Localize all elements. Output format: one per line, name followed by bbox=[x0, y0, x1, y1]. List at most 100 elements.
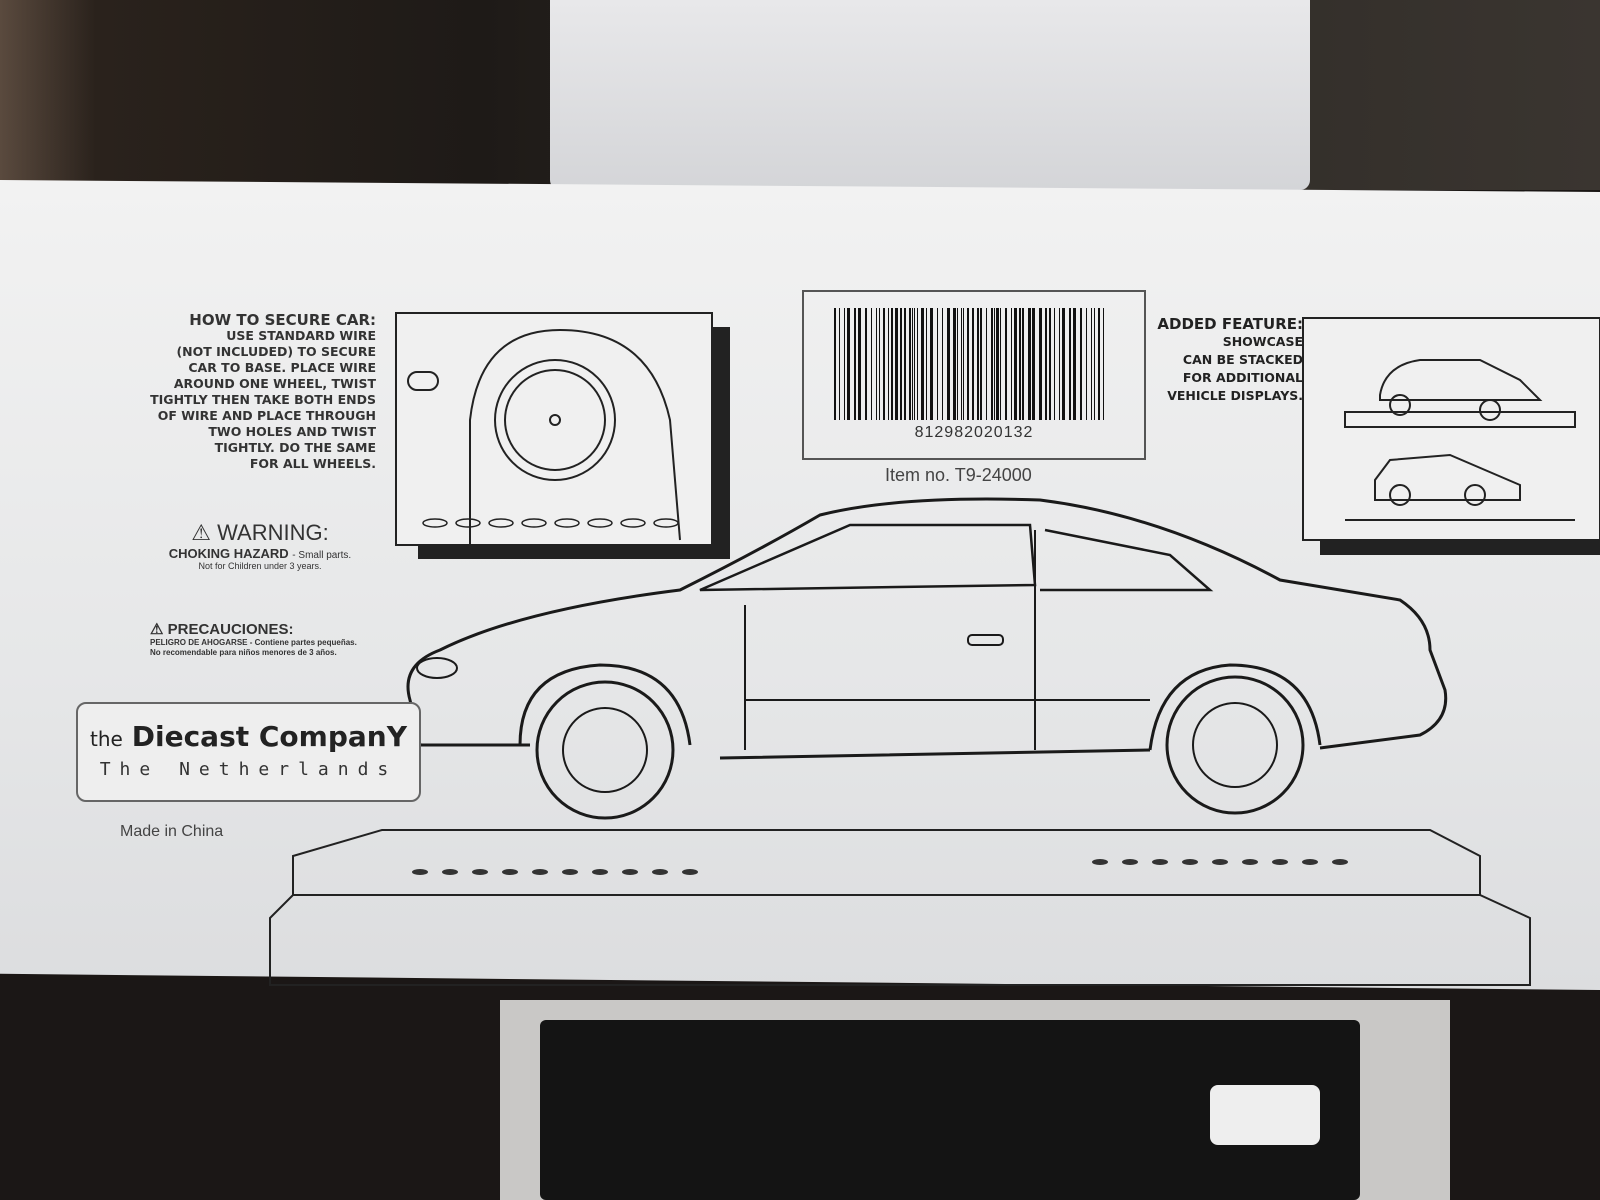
barcode-stripe bbox=[1103, 308, 1104, 420]
precauciones-block: ⚠ PRECAUCIONES: PELIGRO DE AHOGARSE - Co… bbox=[150, 620, 390, 658]
barcode-stripe bbox=[1094, 308, 1095, 420]
barcode-stripe bbox=[1028, 308, 1031, 420]
item-number: Item no. T9-24000 bbox=[885, 465, 1032, 485]
barcode-stripe bbox=[994, 308, 995, 420]
logo-country: The Netherlands bbox=[99, 759, 398, 780]
how-to-line: CAR TO BASE. PLACE WIRE bbox=[188, 360, 376, 375]
how-to-line: TIGHTLY THEN TAKE BOTH ENDS bbox=[150, 392, 376, 407]
barcode-stripe bbox=[991, 308, 993, 420]
barcode-stripe bbox=[854, 308, 856, 420]
barcode-box: 812982020132 bbox=[802, 290, 1146, 460]
stacked-box-top bbox=[550, 0, 1310, 190]
usb-plug bbox=[1210, 1085, 1320, 1145]
display-base-illustration bbox=[269, 829, 1531, 986]
how-to-secure-text: HOW TO SECURE CAR: USE STANDARD WIRE (NO… bbox=[118, 312, 376, 472]
wheel-detail-illustration bbox=[395, 312, 730, 559]
barcode-stripe bbox=[963, 308, 964, 420]
barcode-stripe bbox=[947, 308, 950, 420]
barcode-stripe bbox=[883, 308, 885, 420]
added-feature-line: FOR ADDITIONAL bbox=[1182, 370, 1303, 385]
how-to-line: OF WIRE AND PLACE THROUGH bbox=[157, 408, 376, 423]
barcode-stripe bbox=[1049, 308, 1051, 420]
barcode-stripe bbox=[917, 308, 918, 420]
barcode-stripe bbox=[1000, 308, 1001, 420]
precauciones-line: PELIGRO DE AHOGARSE - Contiene partes pe… bbox=[150, 638, 357, 647]
barcode-stripe bbox=[1005, 308, 1007, 420]
how-to-line: AROUND ONE WHEEL, TWIST bbox=[173, 376, 376, 391]
barcode-stripe bbox=[865, 308, 867, 420]
barcode-stripe bbox=[996, 308, 999, 420]
how-to-heading: HOW TO SECURE CAR: bbox=[189, 311, 376, 329]
barcode-stripe bbox=[937, 308, 938, 420]
barcode-stripe bbox=[921, 308, 924, 420]
how-to-line: FOR ALL WHEELS. bbox=[249, 456, 376, 471]
barcode-stripe bbox=[879, 308, 880, 420]
showcase-illustration bbox=[1302, 317, 1600, 555]
barcode-stripe bbox=[1019, 308, 1021, 420]
added-feature-heading: ADDED FEATURE: bbox=[1157, 315, 1303, 333]
precauciones-title: PRECAUCIONES: bbox=[167, 621, 294, 638]
barcode-stripe bbox=[1054, 308, 1055, 420]
diecast-company-logo: the Diecast CompanY The Netherlands bbox=[76, 702, 421, 802]
barcode-stripe bbox=[1091, 308, 1092, 420]
barcode-stripe bbox=[967, 308, 969, 420]
barcode-stripe bbox=[930, 308, 933, 420]
barcode-stripe bbox=[834, 308, 836, 420]
barcode-stripe bbox=[888, 308, 889, 420]
how-to-line: TIGHTLY. DO THE SAME bbox=[214, 440, 376, 455]
added-feature-text: ADDED FEATURE: SHOWCASE CAN BE STACKED F… bbox=[1135, 315, 1303, 405]
barcode-stripe bbox=[1069, 308, 1071, 420]
barcode-stripe bbox=[1073, 308, 1076, 420]
how-to-line: TWO HOLES AND TWIST bbox=[208, 424, 376, 439]
added-feature-line: VEHICLE DISPLAYS. bbox=[1167, 388, 1303, 403]
barcode-stripe bbox=[900, 308, 902, 420]
barcode-stripe bbox=[1045, 308, 1047, 420]
logo-name: Diecast CompanY bbox=[131, 720, 407, 753]
barcode-stripe bbox=[914, 308, 915, 420]
car-illustration bbox=[406, 497, 1448, 820]
barcode-stripe bbox=[1086, 308, 1087, 420]
added-feature-line: CAN BE STACKED bbox=[1182, 352, 1303, 367]
barcode-stripe bbox=[986, 308, 987, 420]
barcode-stripe bbox=[1080, 308, 1082, 420]
how-to-line: (NOT INCLUDED) TO SECURE bbox=[176, 344, 376, 359]
barcode-number: 812982020132 bbox=[914, 424, 1034, 441]
barcode-stripe bbox=[895, 308, 898, 420]
barcode-stripe bbox=[961, 308, 962, 420]
barcode-stripe bbox=[912, 308, 913, 420]
added-feature-line: SHOWCASE bbox=[1222, 334, 1303, 349]
barcode-stripe bbox=[972, 308, 974, 420]
barcode-stripe bbox=[847, 308, 850, 420]
barcode-stripe bbox=[858, 308, 861, 420]
warning-triangle-icon: ⚠ bbox=[150, 621, 164, 638]
barcode-stripe bbox=[1011, 308, 1012, 420]
barcode-stripe bbox=[942, 308, 943, 420]
barcode-stripe bbox=[871, 308, 872, 420]
logo-the: the bbox=[90, 727, 123, 751]
barcode-stripe bbox=[1014, 308, 1017, 420]
warning-block: ⚠ WARNING: CHOKING HAZARD - Small parts.… bbox=[140, 520, 380, 571]
barcode-stripe bbox=[953, 308, 956, 420]
barcode-stripe bbox=[1059, 308, 1060, 420]
barcode-stripe bbox=[926, 308, 927, 420]
hazard-detail: - Small parts. bbox=[292, 550, 352, 561]
barcode-stripe bbox=[1062, 308, 1065, 420]
barcode-stripe bbox=[977, 308, 979, 420]
how-to-line: USE STANDARD WIRE bbox=[226, 328, 376, 343]
precauciones-line: No recomendable para niños menores de 3 … bbox=[150, 648, 337, 657]
barcode-stripe bbox=[1098, 308, 1100, 420]
barcode-stripe bbox=[876, 308, 877, 420]
age-note: Not for Children under 3 years. bbox=[198, 561, 322, 571]
warning-triangle-icon: ⚠ bbox=[191, 520, 211, 545]
barcode-stripe bbox=[839, 308, 840, 420]
barcode-stripe bbox=[904, 308, 906, 420]
barcode-stripe bbox=[844, 308, 845, 420]
made-in-text: Made in China bbox=[120, 823, 224, 840]
barcode-stripe bbox=[957, 308, 958, 420]
choking-hazard: CHOKING HAZARD bbox=[168, 546, 289, 561]
barcode-stripe bbox=[1039, 308, 1042, 420]
box-panel bbox=[0, 180, 1600, 990]
warning-title: WARNING: bbox=[217, 520, 329, 545]
barcode-stripe bbox=[891, 308, 893, 420]
